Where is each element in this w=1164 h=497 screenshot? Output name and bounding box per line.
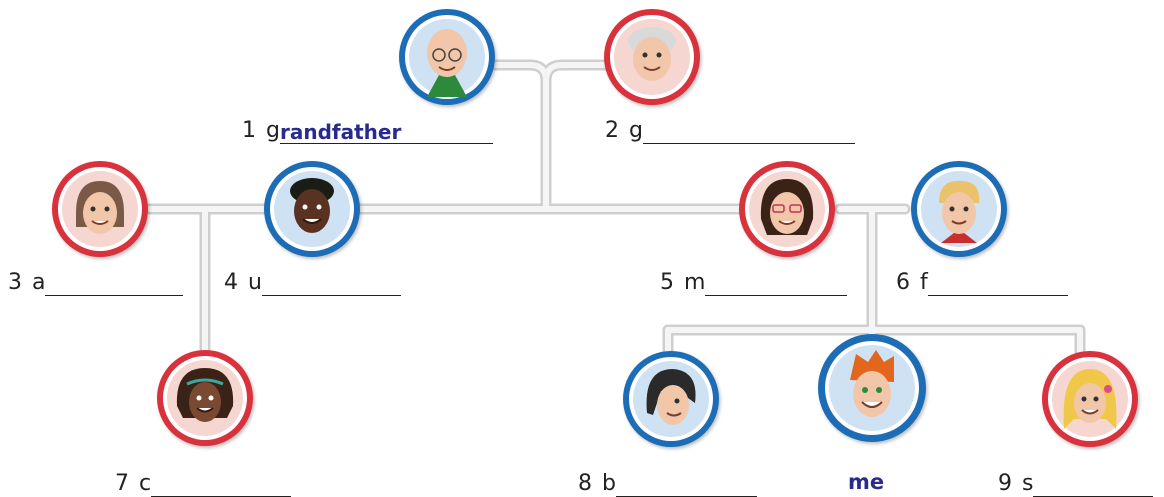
answer-father[interactable] bbox=[927, 273, 1068, 296]
label-number: 2 bbox=[605, 118, 619, 143]
aunt-portrait bbox=[52, 161, 148, 257]
label-number: 5 bbox=[660, 270, 674, 295]
label-letter: a bbox=[32, 270, 46, 295]
uncle-portrait bbox=[264, 161, 360, 257]
label-letter: s bbox=[1022, 471, 1034, 496]
label-number: 9 bbox=[998, 471, 1012, 496]
answer-grandmother[interactable] bbox=[642, 121, 855, 144]
answer-cousin[interactable] bbox=[151, 474, 292, 497]
family-connectors bbox=[144, 59, 1086, 358]
answer-uncle[interactable] bbox=[261, 273, 401, 296]
answer-grandfather[interactable]: randfather bbox=[279, 119, 493, 144]
label-letter: g bbox=[629, 118, 643, 143]
me-portrait bbox=[818, 334, 926, 442]
answer-aunt[interactable] bbox=[45, 273, 184, 296]
label-letter: m bbox=[684, 270, 706, 295]
cousin-portrait bbox=[157, 350, 253, 446]
label-number: 3 bbox=[8, 270, 22, 295]
label-letter: u bbox=[248, 270, 262, 295]
answer-mother[interactable] bbox=[705, 273, 848, 296]
label-letter: g bbox=[266, 118, 280, 143]
label-number: 1 bbox=[242, 118, 256, 143]
label-number: 7 bbox=[115, 471, 129, 496]
mother-portrait bbox=[739, 161, 835, 257]
sister-portrait bbox=[1042, 351, 1138, 447]
label-letter: f bbox=[920, 270, 928, 295]
father-portrait bbox=[911, 161, 1007, 257]
label-number: 6 bbox=[896, 270, 910, 295]
answer-brother[interactable] bbox=[615, 474, 757, 497]
grandfather-portrait bbox=[399, 9, 495, 105]
brother-portrait bbox=[623, 351, 719, 447]
label-letter: b bbox=[602, 471, 616, 496]
label-letter: c bbox=[139, 471, 152, 496]
label-number: 4 bbox=[224, 270, 238, 295]
grandmother-portrait bbox=[604, 9, 700, 105]
label-me: me bbox=[848, 470, 885, 494]
label-number: 8 bbox=[578, 471, 592, 496]
answer-sister[interactable] bbox=[1033, 474, 1154, 497]
